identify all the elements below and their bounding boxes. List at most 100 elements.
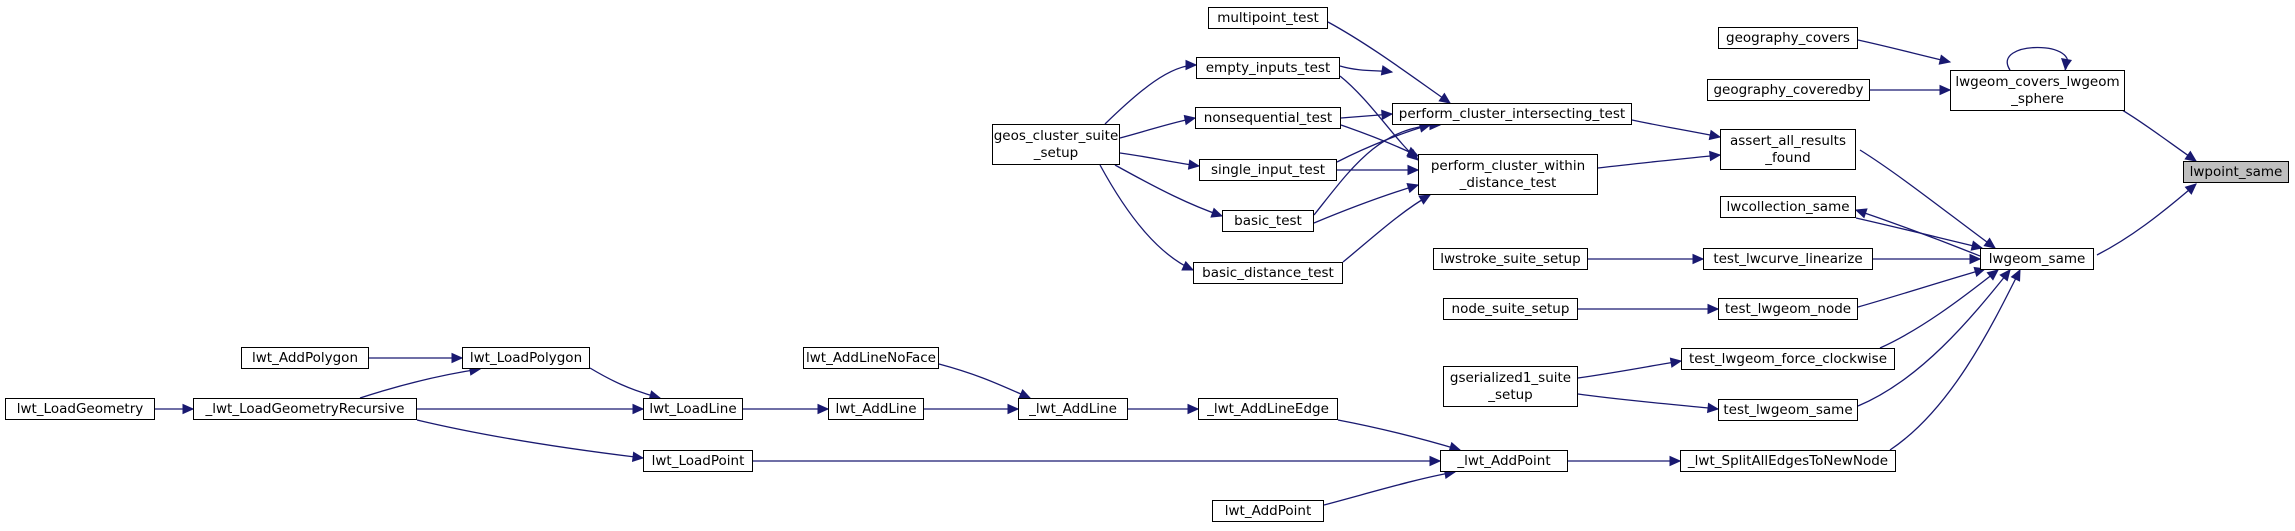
edge-arrowhead — [1418, 194, 1432, 205]
call-edge — [1313, 124, 1441, 216]
node-node-suite-setup[interactable]: node_suite_setup — [1443, 298, 1578, 320]
edge-arrowhead — [1018, 388, 1032, 399]
node-lwgeom-same[interactable]: lwgeom_same — [1980, 248, 2094, 270]
node-lwt-loadgeometryrecursive[interactable]: _lwt_LoadGeometryRecursive — [193, 398, 417, 420]
edge-arrowhead — [1983, 237, 1996, 249]
edge-arrowhead — [632, 403, 645, 415]
edge-arrowhead — [1939, 84, 1952, 96]
edge-arrowhead — [1708, 129, 1722, 141]
edge-arrowhead — [1438, 92, 1451, 104]
node-lwt-loadgeometry[interactable]: lwt_LoadGeometry — [5, 398, 155, 420]
node-basic-test[interactable]: basic_test — [1222, 210, 1314, 232]
edge-arrowhead — [1986, 269, 1999, 281]
edge-arrowhead — [1669, 455, 1682, 467]
call-edge — [1857, 39, 1951, 63]
edge-arrowhead — [1406, 182, 1420, 194]
call-edge — [1313, 184, 1419, 224]
call-edge — [1855, 217, 1983, 249]
node-lwt-addpoint-internal[interactable]: _lwt_AddPoint — [1440, 450, 1568, 472]
call-edge — [1857, 268, 1986, 308]
edge-arrowhead — [1429, 455, 1442, 467]
node-lwt-addline-public[interactable]: lwt_AddLine — [828, 398, 924, 420]
edge-arrowhead — [1854, 208, 1868, 219]
edge-arrowhead — [2184, 183, 2197, 195]
edge-arrowhead — [1183, 114, 1197, 126]
edge-arrowhead — [1187, 159, 1201, 170]
node-geography-covers[interactable]: geography_covers — [1718, 27, 1858, 49]
edge-arrowhead — [1707, 402, 1720, 414]
edge-arrowhead — [1707, 303, 1720, 315]
edge-arrowhead — [1970, 240, 1984, 251]
edge-arrowhead — [631, 451, 645, 462]
node-lwt-addline-internal[interactable]: _lwt_AddLine — [1018, 398, 1128, 420]
edge-arrowhead — [1406, 146, 1420, 157]
edge-arrowhead — [1938, 54, 1952, 65]
edge-arrowhead — [1407, 164, 1420, 176]
edge-arrowhead — [1709, 150, 1722, 162]
node-nonsequential-test[interactable]: nonsequential_test — [1195, 107, 1341, 129]
edge-arrowhead — [2061, 58, 2072, 70]
call-edge — [1889, 269, 2021, 451]
node-gserialized1-suite-setup[interactable]: gserialized1_suite _setup — [1443, 366, 1578, 407]
node-lwt-addpolygon[interactable]: lwt_AddPolygon — [241, 347, 369, 369]
call-edge — [1099, 164, 1194, 271]
node-lwt-loadpoint[interactable]: lwt_LoadPoint — [643, 450, 753, 472]
self-loop-edge — [2006, 46, 2069, 71]
call-edge — [1342, 194, 1431, 263]
node-lwt-addlinenoface[interactable]: lwt_AddLineNoFace — [803, 347, 939, 369]
edge-arrowhead — [2184, 150, 2198, 162]
edge-arrowhead — [817, 403, 830, 415]
node-lwt-loadline[interactable]: lwt_LoadLine — [643, 398, 743, 420]
node-geos-cluster-suite-setup[interactable]: geos_cluster_suite _setup — [992, 124, 1120, 165]
call-edge — [1577, 360, 1682, 379]
node-perform-cluster-within-distance-test[interactable]: perform_cluster_within _distance_test — [1418, 154, 1598, 195]
call-edge — [1857, 269, 2011, 407]
node-assert-all-results-found[interactable]: assert_all_results _found — [1720, 129, 1856, 170]
node-lwt-splitalledgestonewnode[interactable]: _lwt_SplitAllEdgesToNewNode — [1680, 450, 1896, 472]
node-basic-distance-test[interactable]: basic_distance_test — [1193, 262, 1343, 284]
call-edge — [1879, 269, 1999, 349]
node-lwgeom-covers-lwgeom-sphere[interactable]: lwgeom_covers_lwgeom _sphere — [1950, 70, 2125, 111]
node-perform-cluster-intersecting-test[interactable]: perform_cluster_intersecting_test — [1392, 103, 1632, 125]
edge-arrowhead — [1007, 403, 1020, 415]
node-geography-coveredby[interactable]: geography_coveredby — [1707, 79, 1870, 101]
node-multipoint-test[interactable]: multipoint_test — [1208, 7, 1328, 29]
edge-arrowhead — [182, 403, 195, 415]
node-lwpoint-same[interactable]: lwpoint_same — [2183, 161, 2289, 183]
call-edge — [1114, 164, 1223, 217]
edge-arrowhead — [1181, 260, 1195, 271]
call-edge — [1327, 21, 1451, 104]
edge-arrowhead — [1999, 269, 2011, 282]
call-edge — [1577, 393, 1719, 410]
edge-arrowhead — [1381, 109, 1394, 121]
node-test-lwgeom-force-clockwise[interactable]: test_lwgeom_force_clockwise — [1681, 348, 1895, 370]
call-edge — [1119, 117, 1196, 139]
edge-arrowhead — [2010, 268, 2021, 282]
node-lwstroke-suite-setup[interactable]: lwstroke_suite_setup — [1433, 248, 1588, 270]
node-lwt-addlineedge[interactable]: _lwt_AddLineEdge — [1198, 398, 1338, 420]
call-edge — [359, 368, 481, 399]
edge-arrowhead — [1187, 403, 1200, 415]
node-lwt-addpoint-public[interactable]: lwt_AddPoint — [1212, 500, 1324, 522]
call-edge — [1631, 119, 1721, 138]
call-edge — [2096, 183, 2197, 256]
call-edge — [1859, 149, 1996, 249]
node-lwcollection-same[interactable]: lwcollection_same — [1720, 196, 1856, 218]
call-edge — [938, 363, 1031, 399]
node-test-lwgeom-node[interactable]: test_lwgeom_node — [1718, 298, 1858, 320]
edge-arrowhead — [1210, 207, 1224, 218]
call-edge — [1340, 124, 1419, 157]
edge-arrowhead — [1692, 253, 1705, 265]
call-edge — [1323, 471, 1456, 506]
call-edge — [1119, 152, 1200, 167]
edge-arrowhead — [1185, 59, 1198, 71]
node-test-lwgeom-same[interactable]: test_lwgeom_same — [1718, 399, 1858, 421]
node-test-lwcurve-linearize[interactable]: test_lwcurve_linearize — [1703, 248, 1873, 270]
node-empty-inputs-test[interactable]: empty_inputs_test — [1196, 57, 1340, 79]
node-single-input-test[interactable]: single_input_test — [1199, 159, 1337, 181]
node-lwt-loadpolygon[interactable]: lwt_LoadPolygon — [462, 347, 590, 369]
edge-arrowhead — [451, 352, 464, 364]
edge-arrowhead — [1969, 253, 1982, 265]
edge-arrowhead — [1380, 65, 1394, 76]
